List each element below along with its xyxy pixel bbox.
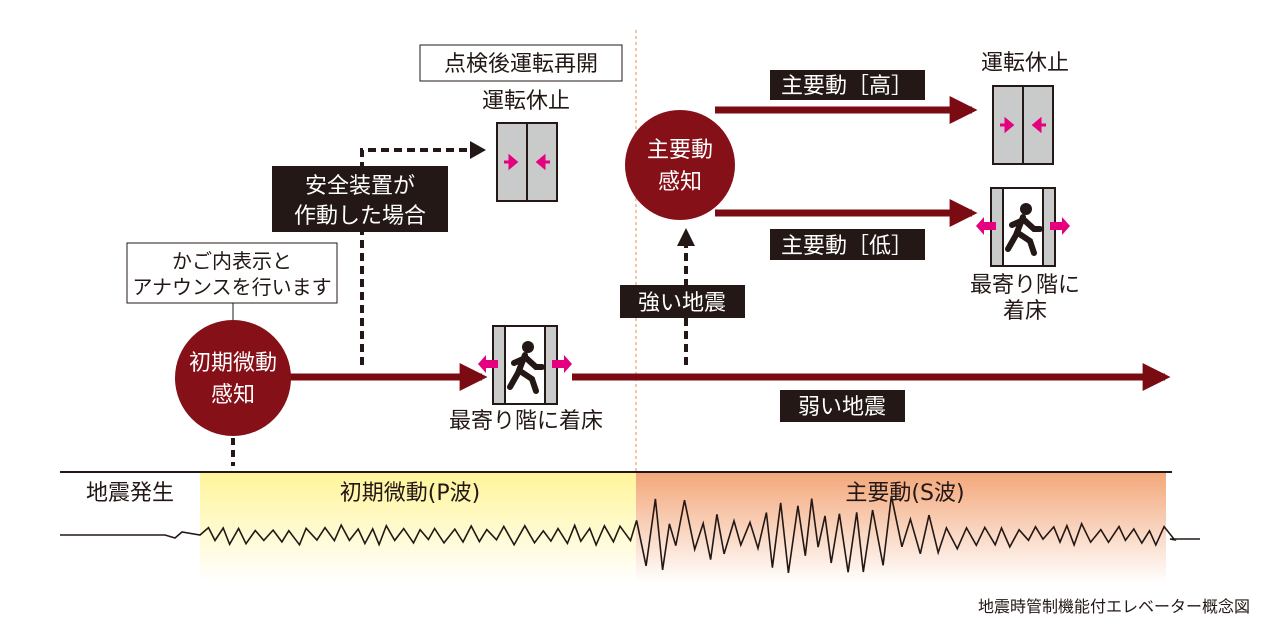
elevator-open-exit-icon xyxy=(493,326,557,404)
announce-box xyxy=(126,242,338,304)
safety-text-2: 作動した場合 xyxy=(294,204,426,229)
s-high-label-bg xyxy=(770,70,925,100)
stop-label-2: 運転休止 xyxy=(981,51,1069,76)
weak-label-bg xyxy=(780,390,905,422)
announce-text-1: かご内表示と xyxy=(172,249,292,273)
restart-text: 点検後運転再開 xyxy=(444,52,598,77)
landing-label-1: 最寄り階に着床 xyxy=(449,409,603,434)
elevator-closed-icon-2 xyxy=(992,85,1054,165)
s-high-label: 主要動［高］ xyxy=(781,74,913,99)
safety-dashed-path xyxy=(360,148,472,365)
door-open-right-icon-2 xyxy=(1050,217,1070,235)
strong-label: 強い地震 xyxy=(638,291,726,316)
door-open-right-icon xyxy=(552,355,572,373)
quake-start-label: 地震発生 xyxy=(86,481,174,506)
stop-label-1: 運転休止 xyxy=(482,89,570,114)
s-detect-circle xyxy=(625,110,735,220)
s-wave-label: 主要動(S波) xyxy=(845,481,964,506)
landing-label-2b: 着床 xyxy=(1003,299,1047,324)
safety-arrowhead xyxy=(470,141,486,159)
safety-text-1: 安全装置が xyxy=(305,174,415,199)
p-detect-text-1: 初期微動 xyxy=(189,351,277,376)
restart-box xyxy=(419,44,623,82)
strong-label-bg xyxy=(620,285,745,318)
weak-label: 弱い地震 xyxy=(798,395,886,420)
s-detect-text-1: 主要動 xyxy=(647,138,713,163)
s-wave-band xyxy=(636,473,1166,583)
strong-arrowhead xyxy=(677,228,695,246)
s-low-label: 主要動［低］ xyxy=(781,234,913,259)
safety-label-bg xyxy=(272,166,448,232)
seismic-waveform xyxy=(60,495,1200,574)
elevator-closed-icon xyxy=(496,122,558,202)
s-low-label-bg xyxy=(770,229,925,260)
elevator-open-exit-icon-2 xyxy=(991,188,1055,266)
p-detect-circle xyxy=(175,320,291,436)
p-detect-text-2: 感知 xyxy=(211,383,255,408)
door-open-left-icon-2 xyxy=(976,217,996,235)
s-detect-text-2: 感知 xyxy=(658,170,702,195)
announce-text-2: アナウンスを行います xyxy=(132,275,331,299)
door-open-left-icon xyxy=(478,355,498,373)
landing-label-2a: 最寄り階に xyxy=(970,273,1080,298)
p-wave-band xyxy=(200,473,636,583)
p-wave-label: 初期微動(P波) xyxy=(340,481,480,506)
diagram-caption: 地震時管制機能付エレベーター概念図 xyxy=(978,597,1250,616)
